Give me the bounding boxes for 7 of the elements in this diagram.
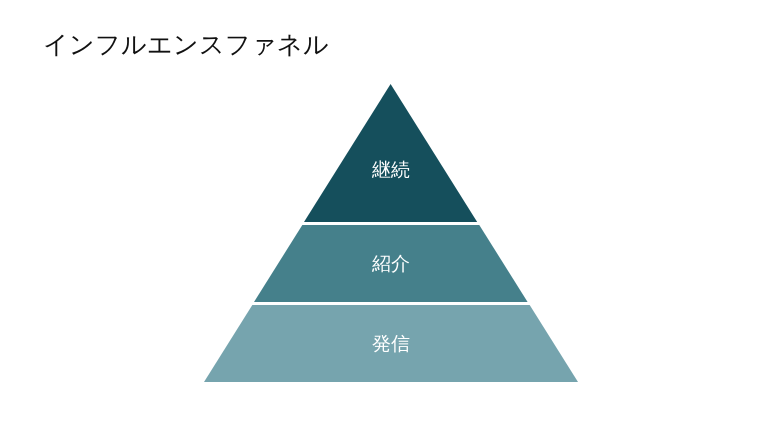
band-label: 発信 bbox=[371, 332, 411, 356]
band-label: 紹介 bbox=[370, 252, 411, 276]
band-label: 継続 bbox=[370, 158, 411, 182]
title: インフルエンスファネル bbox=[43, 29, 329, 61]
pyramid-band bbox=[204, 305, 578, 382]
pyramid-band bbox=[254, 225, 528, 302]
pyramid-top-triangle bbox=[304, 84, 478, 222]
